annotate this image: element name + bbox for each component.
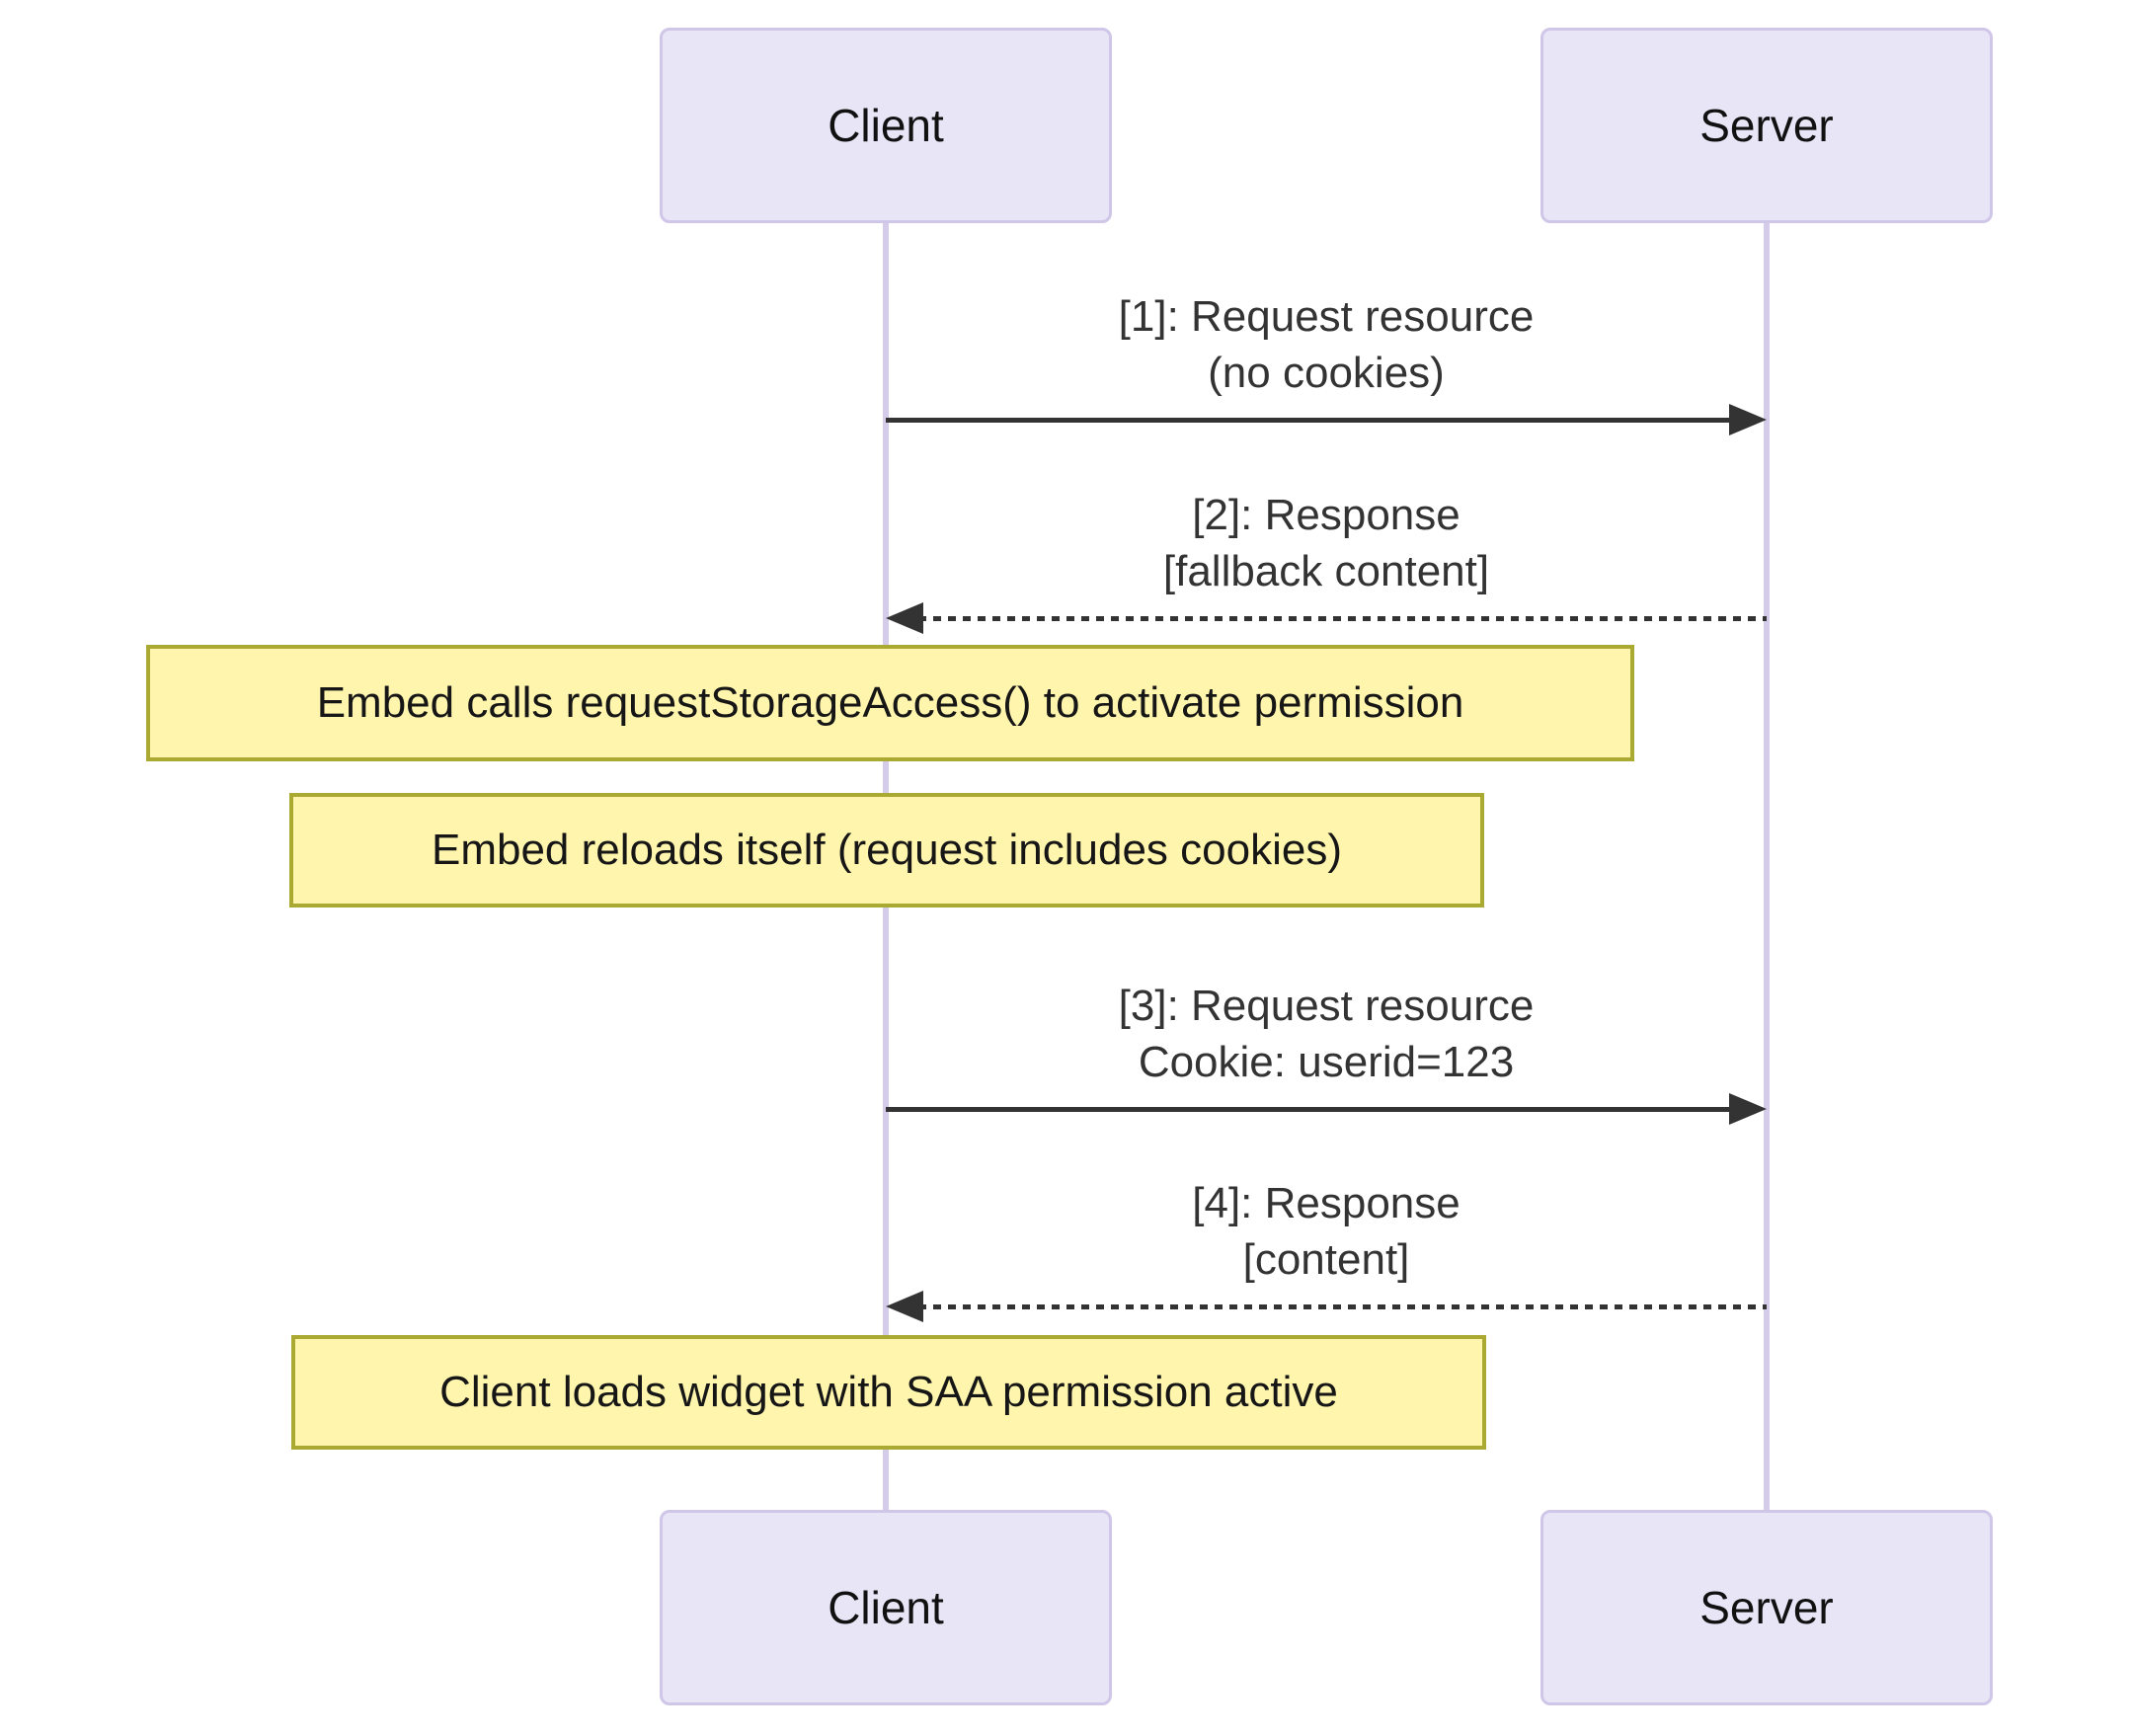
actor-client-bottom: Client [660,1510,1112,1705]
message-1-line2: (no cookies) [1208,349,1445,397]
message-3-line1: [3]: Request resource [1118,982,1535,1030]
message-2-line1: [2]: Response [1192,491,1460,539]
message-4-label: [4]: Response [content] [882,1175,1771,1288]
message-4-line2: [content] [1242,1235,1410,1284]
message-4-arrow-line [918,1304,1767,1309]
message-3-arrow-line [886,1107,1735,1112]
actor-server-top-label: Server [1699,100,1834,151]
note-embed-reloads-text: Embed reloads itself (request includes c… [431,826,1342,874]
actor-server-bottom-label: Server [1699,1582,1834,1633]
message-1-arrow-line [886,418,1735,423]
message-2-label: [2]: Response [fallback content] [882,487,1771,599]
actor-server-bottom: Server [1540,1510,1993,1705]
note-embed-reloads: Embed reloads itself (request includes c… [289,793,1484,907]
message-3-arrowhead-icon [1729,1093,1767,1125]
message-2-line2: [fallback content] [1162,547,1490,595]
message-1-label: [1]: Request resource (no cookies) [882,288,1771,401]
actor-client-bottom-label: Client [828,1582,944,1633]
message-3-line2: Cookie: userid=123 [1138,1038,1515,1086]
actor-client-top: Client [660,28,1112,223]
message-2-arrow-line [918,616,1767,621]
actor-server-top: Server [1540,28,1993,223]
actor-client-top-label: Client [828,100,944,151]
note-client-loads-widget-text: Client loads widget with SAA permission … [439,1368,1338,1416]
note-client-loads-widget: Client loads widget with SAA permission … [291,1335,1486,1450]
message-1-arrowhead-icon [1729,404,1767,435]
note-request-storage-access-text: Embed calls requestStorageAccess() to ac… [316,678,1464,727]
message-3-label: [3]: Request resource Cookie: userid=123 [882,978,1771,1090]
message-4-arrowhead-icon [886,1291,923,1322]
message-2-arrowhead-icon [886,602,923,634]
lifeline-server [1764,223,1770,1510]
message-4-line1: [4]: Response [1192,1179,1460,1227]
note-request-storage-access: Embed calls requestStorageAccess() to ac… [146,645,1634,761]
message-1-line1: [1]: Request resource [1118,292,1535,341]
